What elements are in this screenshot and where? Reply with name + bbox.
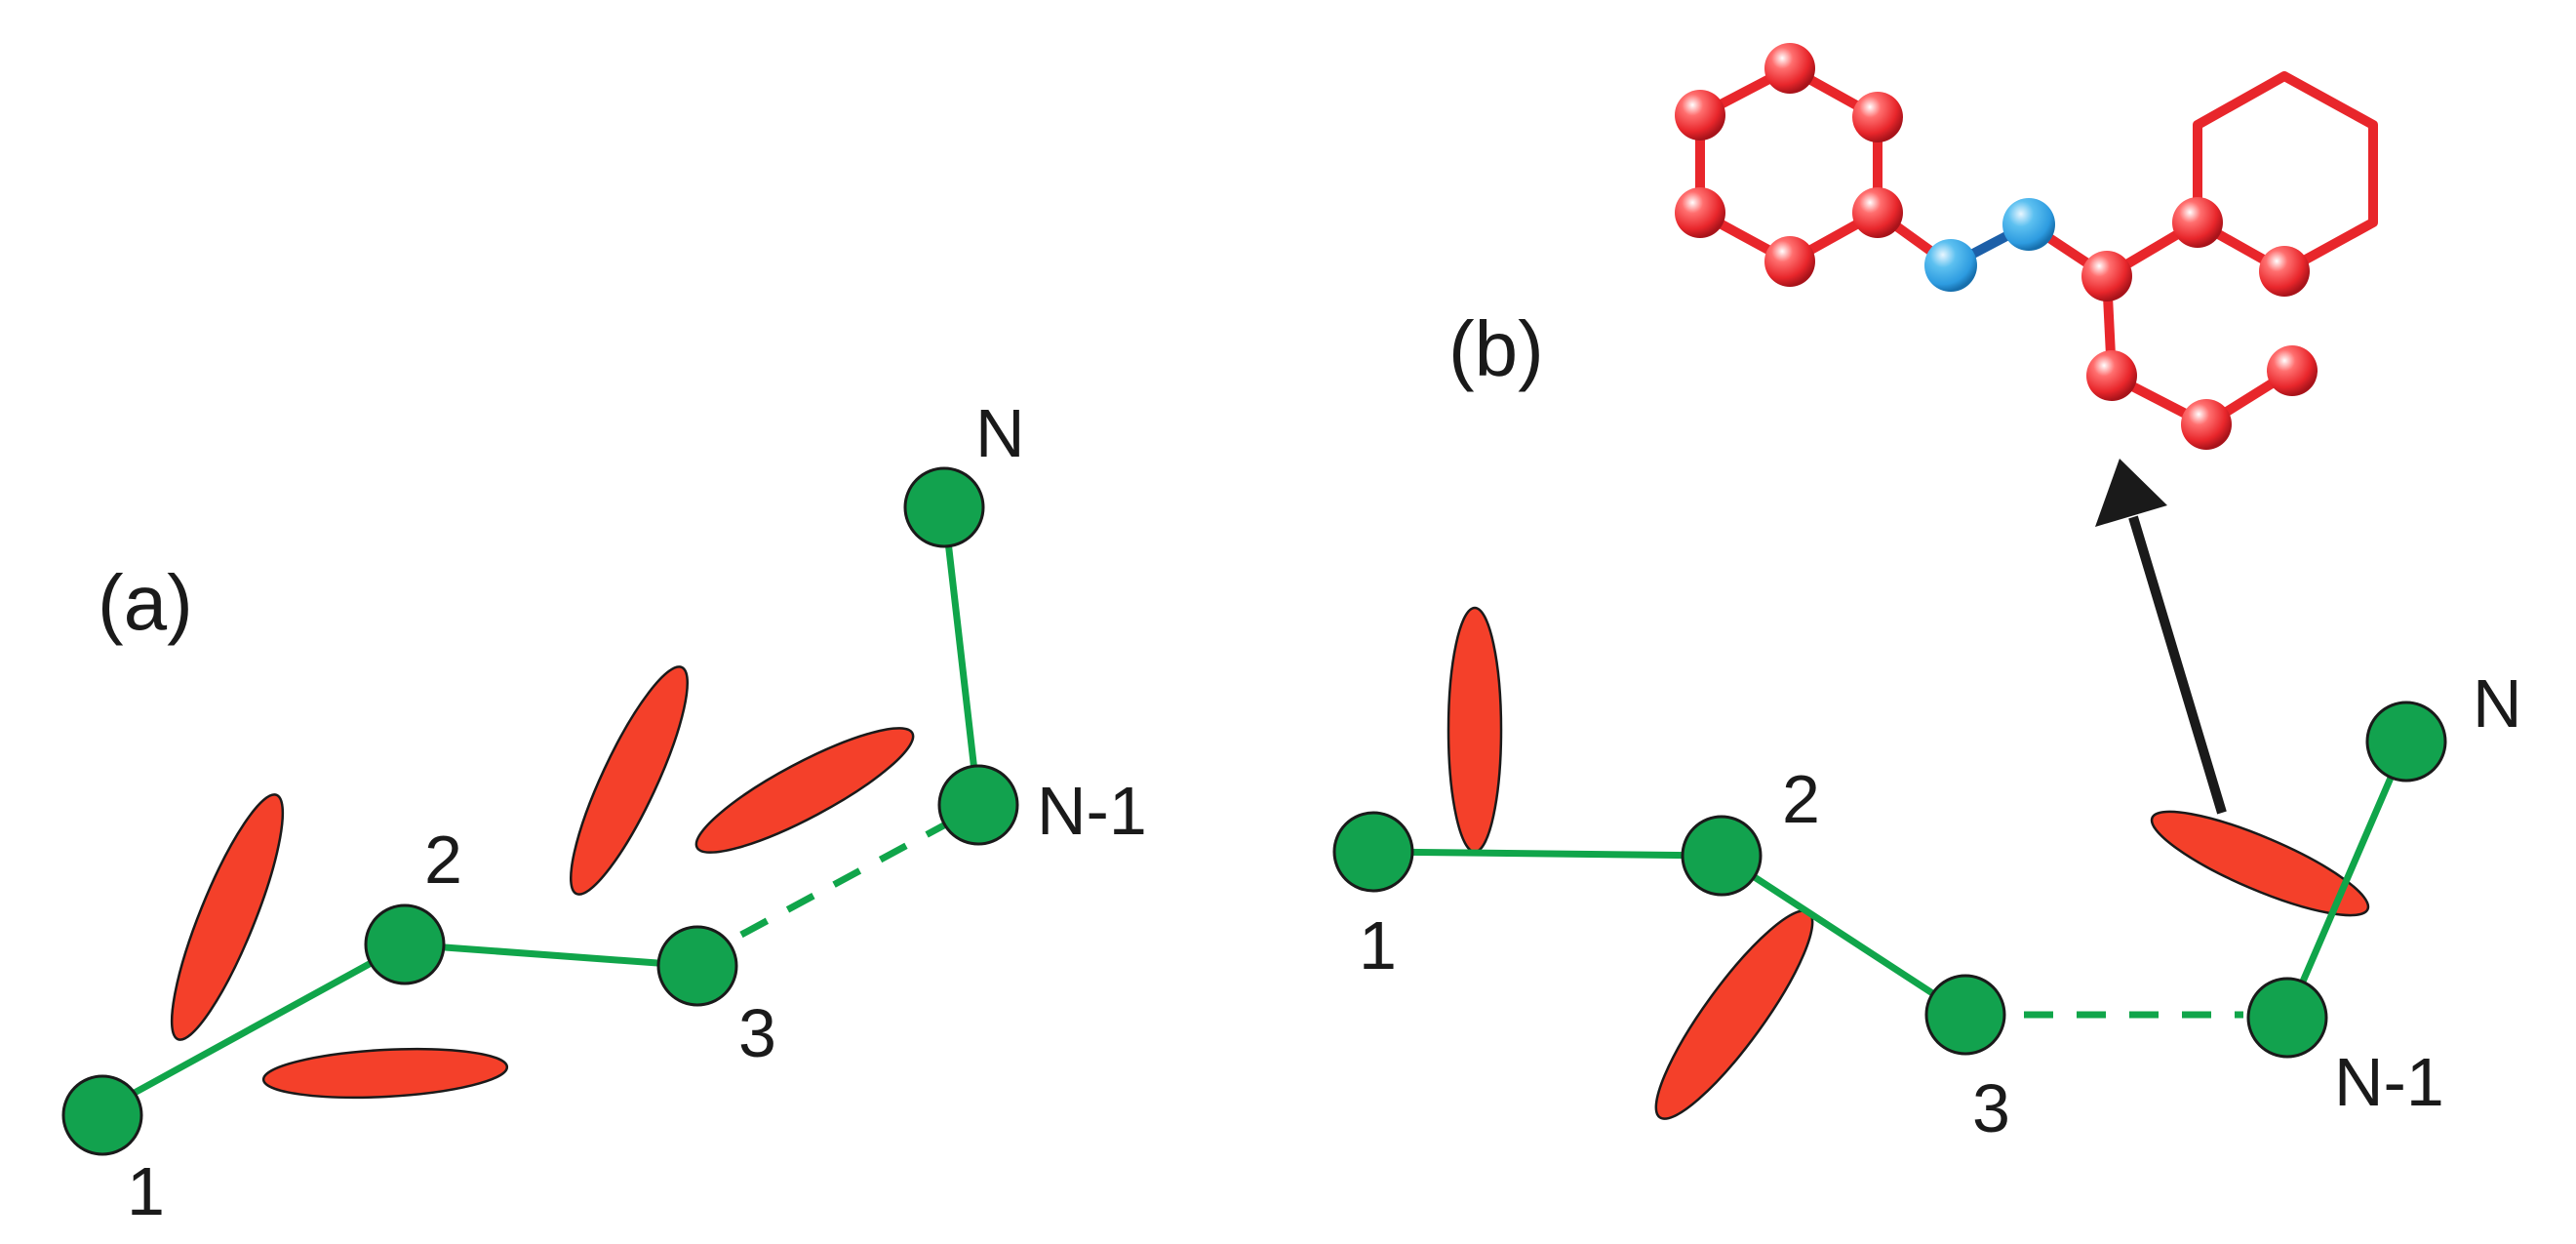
panel-a-node-label-2: 2 xyxy=(424,822,462,898)
panel-a-node-label-3: 3 xyxy=(738,995,776,1071)
panel-b-bead-2 xyxy=(1681,815,1763,897)
panel-b-mesogen-2 xyxy=(1654,909,1814,1120)
panel-b-node-label-n: N xyxy=(2473,665,2522,742)
panel-a-bead-n1 xyxy=(937,764,1019,846)
panel-a-mesogen-3 xyxy=(569,665,690,896)
molecule-right-ring-bonds xyxy=(2193,71,2378,276)
panel-b-arrow-shaft xyxy=(2128,515,2227,815)
molecule-atom-c2 xyxy=(1852,92,1903,142)
panel-a: (a) 1 2 3 N-1 N xyxy=(61,395,1147,1229)
panel-a-node-label-n1: N-1 xyxy=(1037,773,1147,849)
molecule-atom-c1 xyxy=(1764,43,1815,94)
panel-b-bead-1 xyxy=(1332,811,1414,893)
panel-a-mesogen-1 xyxy=(170,793,285,1041)
panel-b-node-label-2: 2 xyxy=(1782,761,1820,837)
panel-a-bead-1 xyxy=(61,1074,143,1156)
molecule-atom-c12 xyxy=(2086,350,2137,401)
panel-b-node-label-3: 3 xyxy=(1972,1070,2010,1146)
panel-b-label: (b) xyxy=(1448,305,1544,392)
panel-a-bead-3 xyxy=(656,925,738,1007)
molecule-atom-c3 xyxy=(1852,187,1903,238)
molecule-atom-c8 xyxy=(2172,197,2223,248)
molecule-atom-c6 xyxy=(1675,90,1725,140)
azobenzene-molecule xyxy=(1675,43,2378,450)
panel-b-mesogen-3 xyxy=(2150,810,2370,917)
panel-b-node-label-1: 1 xyxy=(1359,907,1397,983)
panel-b-bond-1-2 xyxy=(1369,848,1725,860)
panel-a-mesogen-4 xyxy=(694,727,915,854)
panel-a-bond-3-n1-dashed xyxy=(739,818,953,939)
panel-b-bead-n1 xyxy=(2246,977,2328,1059)
molecule-atom-c11 xyxy=(2181,399,2232,450)
molecule-atom-n1 xyxy=(1924,239,1977,292)
panel-b-bond-n1-n xyxy=(2283,738,2410,1022)
molecule-atom-c7 xyxy=(2081,251,2132,301)
molecule-atom-c5 xyxy=(1675,187,1725,238)
molecule-atom-c4 xyxy=(1764,236,1815,287)
panel-b-bead-n xyxy=(2365,701,2447,783)
panel-b-node-label-n1: N-1 xyxy=(2334,1044,2444,1120)
panel-a-bond-2-3 xyxy=(401,941,701,970)
panel-a-label: (a) xyxy=(98,559,193,646)
panel-b: (b) 1 2 3 N-1 N xyxy=(1332,43,2522,1146)
panel-a-bond-n1-n xyxy=(940,503,982,809)
molecule-left-ring-bonds xyxy=(1695,63,1882,266)
panel-a-bond-1-2 xyxy=(99,941,409,1114)
molecule-atom-c9 xyxy=(2259,246,2310,297)
panel-a-node-label-1: 1 xyxy=(127,1153,165,1229)
panel-b-arrow-head xyxy=(2095,459,2167,527)
panel-a-mesogen-2 xyxy=(261,1047,509,1100)
panel-b-bond-2-3 xyxy=(1718,852,1969,1019)
molecule-atom-n2 xyxy=(2002,198,2055,251)
panel-b-bead-3 xyxy=(1924,974,2006,1056)
molecule-atom-c10 xyxy=(2267,345,2318,396)
panel-a-node-label-n: N xyxy=(975,395,1025,471)
panel-a-bead-2 xyxy=(364,903,446,985)
panel-b-mesogen-1 xyxy=(1447,606,1503,854)
panel-a-bead-n xyxy=(903,466,985,548)
